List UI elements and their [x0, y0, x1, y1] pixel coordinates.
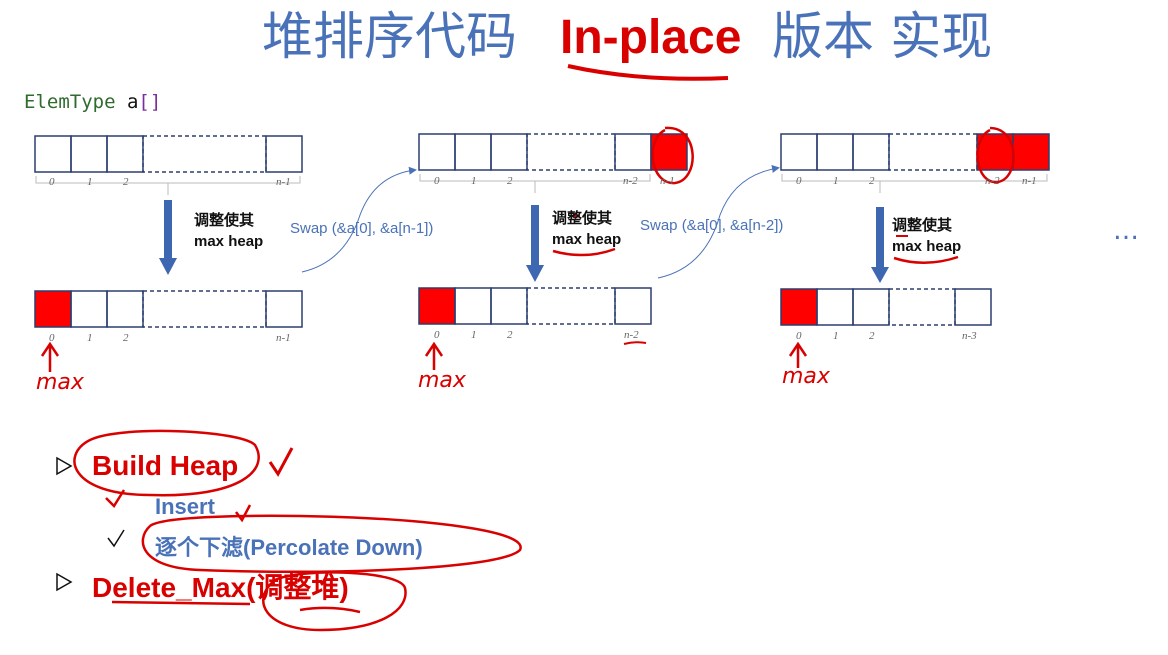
type-name: ElemType	[24, 91, 116, 113]
index-label: 2	[507, 329, 513, 341]
adjust-line1: 调整使其	[552, 210, 613, 227]
index-label: 0	[49, 176, 55, 188]
index-label: 1	[87, 332, 93, 344]
index-label: n-2	[985, 175, 1000, 187]
index-label: 1	[471, 175, 477, 187]
title-part3: 版本 实现	[772, 8, 993, 67]
index-label: n-1	[660, 175, 675, 187]
array-brackets: []	[138, 91, 162, 113]
bullet-build-heap: Build Heap	[92, 450, 239, 481]
array-panel2-bottom	[418, 287, 652, 325]
index-label: n-2	[624, 329, 639, 341]
index-label: 1	[833, 175, 839, 187]
swap-arrow-2	[657, 165, 780, 279]
index-label: 0	[434, 175, 440, 187]
array-panel1-bottom	[34, 290, 303, 328]
index-label: n-2	[623, 175, 638, 187]
array-declaration: ElemType a[]	[24, 91, 161, 113]
check-build	[268, 447, 294, 477]
down-arrow-1	[159, 200, 177, 275]
adjust-label-3: 调整使其 max heap	[892, 215, 961, 257]
index-label: 2	[869, 175, 875, 187]
array-panel2-top	[418, 133, 688, 171]
index-label: 1	[471, 329, 477, 341]
index-label: 0	[796, 175, 802, 187]
bullet-percolate: 逐个下滤(Percolate Down)	[155, 535, 423, 560]
index-label: 2	[507, 175, 513, 187]
title-underline	[567, 64, 729, 81]
adjust-line2: max heap	[552, 231, 622, 248]
title-part1: 堆排序代码	[262, 8, 518, 67]
index-label: 1	[833, 330, 839, 342]
max-note-3: max	[782, 364, 830, 389]
swap-label-2: Swap (&a[0], &a[n-2])	[640, 217, 784, 234]
swap-arrow-1	[301, 166, 417, 273]
down-arrow-2	[526, 205, 544, 282]
max-note-2: max	[418, 368, 466, 393]
adjust-line1: 调整使其	[194, 212, 255, 229]
title-part2: In-place	[560, 11, 742, 64]
array-panel1-top	[34, 135, 303, 173]
index-label: 2	[869, 330, 875, 342]
adjust-label-1: 调整使其 max heap	[194, 210, 263, 252]
adjust-line1: 调整使其	[892, 217, 953, 234]
index-label: 2	[123, 332, 129, 344]
index-label: n-1	[276, 176, 291, 188]
adjust-label-2: 调整使其 max heap	[552, 208, 621, 250]
swap-label-1: Swap (&a[0], &a[n-1])	[290, 220, 434, 237]
index-label: 1	[87, 176, 93, 188]
adjust-line2: max heap	[892, 238, 962, 255]
bullet-insert: Insert	[155, 494, 215, 519]
index-label: n-1	[276, 332, 291, 344]
index-label: n-3	[962, 330, 977, 342]
array-ident: a	[126, 91, 139, 113]
index-label: 2	[123, 176, 129, 188]
down-arrow-3	[871, 207, 889, 283]
array-panel3-top	[780, 133, 1050, 171]
array-panel3-bottom	[780, 288, 992, 326]
index-label: n-1	[1022, 175, 1037, 187]
ellipsis: …	[1113, 216, 1139, 246]
max-note-1: max	[36, 370, 84, 395]
adjust-line2: max heap	[194, 233, 264, 250]
index-label: 0	[796, 330, 802, 342]
bullet-delete-max: Delete_Max(调整堆)	[92, 572, 349, 603]
index-label: 0	[434, 329, 440, 341]
index-label: 0	[49, 332, 55, 344]
slide-title: 堆排序代码 In-place 版本 实现	[0, 2, 1168, 74]
